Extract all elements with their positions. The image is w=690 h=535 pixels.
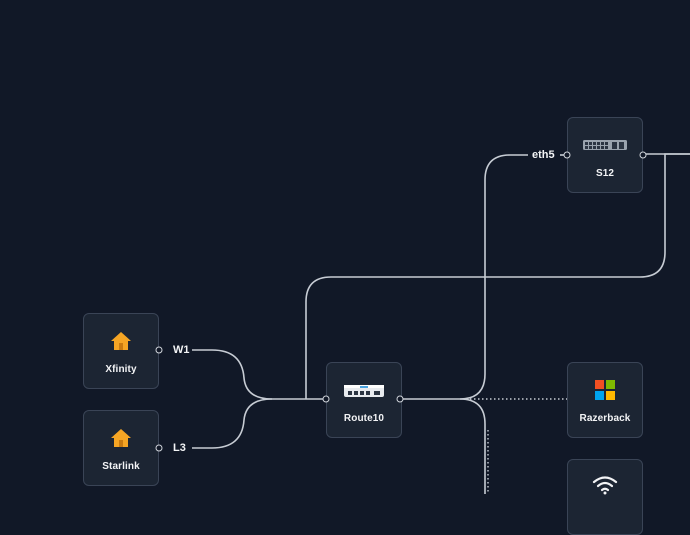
wifi-icon [592,472,618,498]
topology-wires [192,153,690,494]
home-icon [109,328,133,354]
node-razerback[interactable]: Razerback [567,362,643,438]
port-dot-router-out[interactable] [396,395,404,403]
node-starlink[interactable]: Starlink [83,410,159,486]
port-label-eth5: eth5 [532,149,555,161]
port-label-l3: L3 [173,442,186,454]
node-label: Route10 [343,412,385,424]
switch-device-icon [582,132,628,158]
port-dot-xfinity[interactable] [155,346,163,354]
node-label: Xfinity [105,363,137,375]
node-switch[interactable]: S12 [567,117,643,193]
wire-router-down [459,398,486,494]
node-router[interactable]: Route10 [326,362,402,438]
port-dot-router-in[interactable] [322,395,330,403]
wire-router-s12-uplink [305,153,690,399]
node-xfinity[interactable]: Xfinity [83,313,159,389]
node-label: S12 [595,167,615,179]
node-label: Razerback [579,412,631,424]
wire-starlink-router [192,398,273,449]
wire-xfinity-router [192,349,326,400]
port-label-w1: W1 [173,344,190,356]
port-dot-switch-out[interactable] [639,151,647,159]
wire-router-eth5 [400,154,528,400]
windows-logo-icon [595,377,615,403]
node-label: Starlink [102,460,140,472]
home-icon [109,425,133,451]
node-wifi-device[interactable] [567,459,643,535]
port-dot-switch-in[interactable] [563,151,571,159]
port-dot-starlink[interactable] [155,444,163,452]
router-device-icon [342,377,386,403]
